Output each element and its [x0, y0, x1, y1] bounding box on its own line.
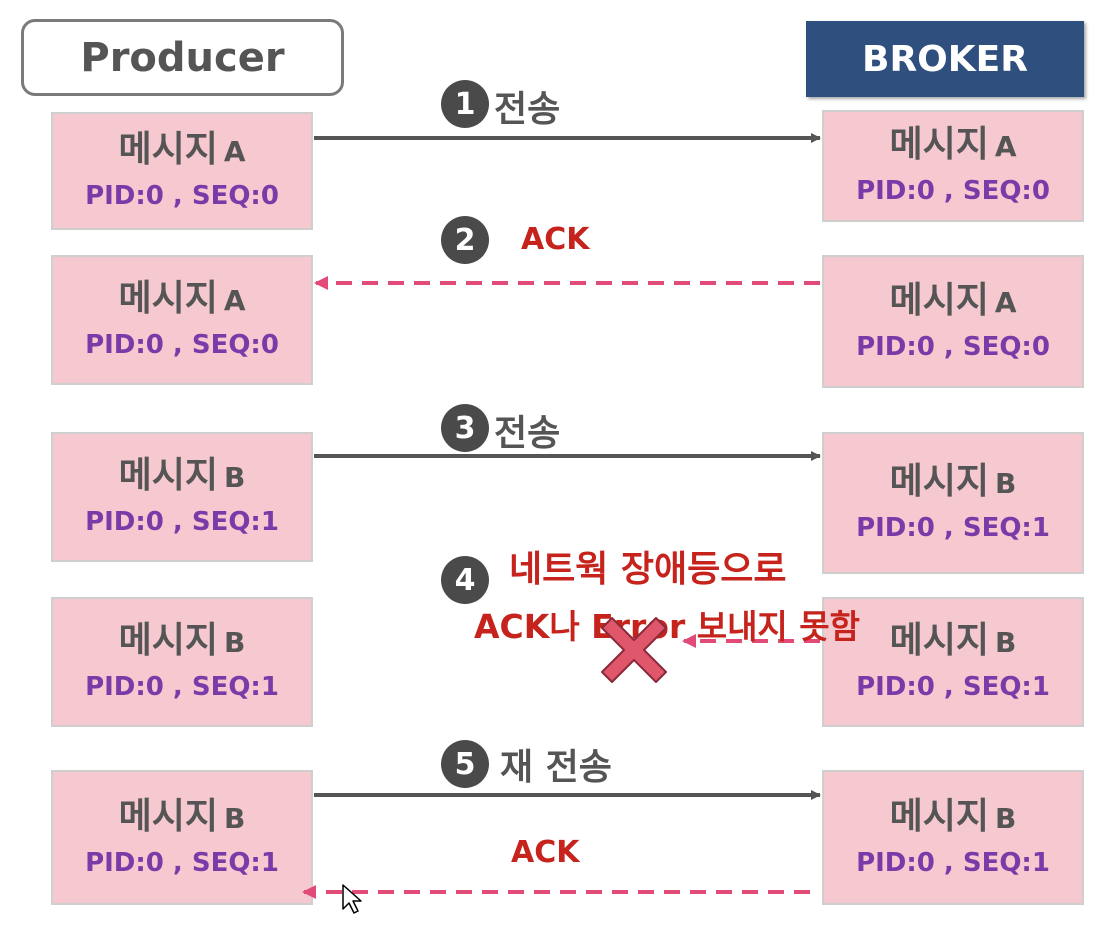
- message-meta: PID:0 , SEQ:1: [856, 672, 1050, 702]
- message-letter: B: [224, 461, 246, 494]
- message-letter: B: [224, 801, 246, 835]
- message-title: 메시지: [889, 279, 989, 321]
- message-title: 메시지: [889, 795, 990, 837]
- step-label-5: 재 전송: [500, 747, 612, 788]
- message-meta: PID:0 , SEQ:1: [85, 672, 279, 702]
- message-title: 메시지: [118, 455, 219, 496]
- message-meta: PID:0 , SEQ:1: [85, 847, 279, 878]
- producer-header: Producer: [21, 19, 344, 96]
- message-title: 메시지: [118, 795, 219, 837]
- message-letter: B: [995, 801, 1017, 835]
- step-badge-3: 3: [441, 404, 489, 452]
- message-title: 메시지: [889, 461, 990, 502]
- message-title: 메시지: [118, 620, 219, 661]
- x-mark-icon: [601, 617, 667, 683]
- step-badge-1: 1: [441, 80, 489, 128]
- message-letter: A: [223, 284, 246, 317]
- step-label-1: 전송: [494, 89, 561, 130]
- step-label-4-line1: 네트웍 장애등으로: [509, 549, 787, 590]
- message-meta: PID:0 , SEQ:0: [856, 176, 1050, 206]
- step-badge-4: 4: [441, 556, 489, 604]
- message-letter: B: [995, 467, 1017, 500]
- message-letter: A: [223, 135, 246, 168]
- broker-header: BROKER: [806, 21, 1084, 97]
- message-meta: PID:0 , SEQ:1: [85, 507, 279, 537]
- message-title: 메시지: [889, 620, 990, 661]
- step-ack-label-5: ACK: [511, 835, 580, 870]
- message-meta: PID:0 , SEQ:1: [856, 513, 1050, 543]
- message-meta: PID:0 , SEQ:0: [85, 330, 279, 360]
- message-meta: PID:0 , SEQ:1: [856, 847, 1050, 878]
- message-letter: B: [224, 626, 246, 659]
- step-label-4-line2: ACK나 Error 보내지 못함: [474, 607, 860, 646]
- message-title: 메시지: [118, 129, 218, 170]
- message-title: 메시지: [118, 278, 218, 319]
- message-meta: PID:0 , SEQ:0: [856, 331, 1050, 362]
- step-label-3: 전송: [494, 413, 561, 454]
- mouse-cursor-icon: [342, 884, 362, 914]
- step-label-2: ACK: [521, 222, 590, 257]
- message-letter: B: [995, 626, 1017, 659]
- message-letter: A: [994, 285, 1017, 319]
- message-meta: PID:0 , SEQ:0: [85, 181, 279, 211]
- message-title: 메시지: [889, 124, 989, 165]
- step-badge-5: 5: [441, 740, 489, 788]
- message-letter: A: [994, 130, 1017, 163]
- step-badge-2: 2: [441, 216, 489, 264]
